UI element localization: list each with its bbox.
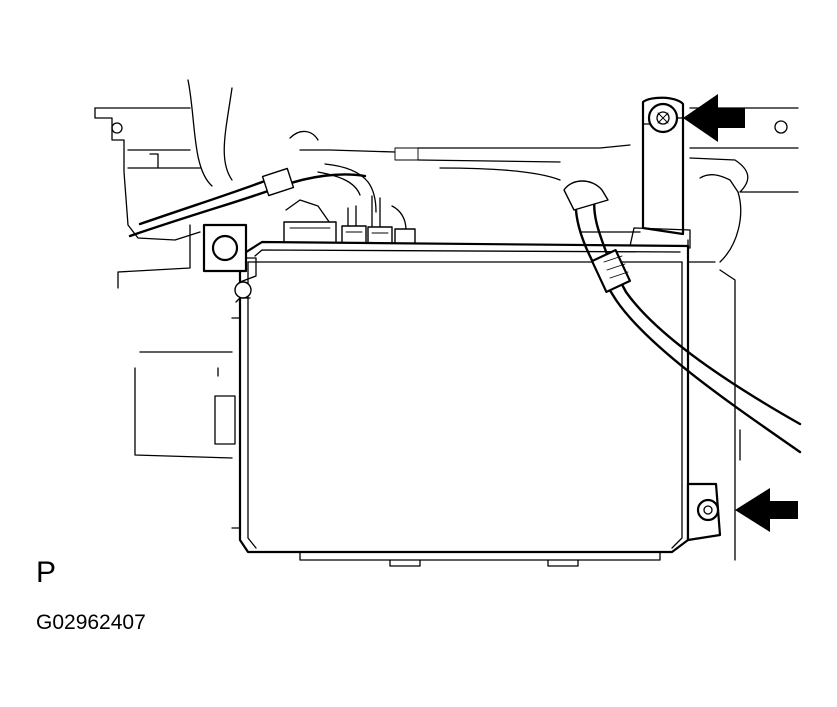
arrow-left-icon (735, 488, 798, 532)
arrow-left-icon (683, 94, 745, 142)
lower-mounting-tab (686, 482, 722, 542)
electronic-module (231, 240, 690, 567)
view-label: P (36, 556, 57, 589)
connectors (283, 221, 416, 245)
wire-harness (128, 147, 419, 238)
mounting-bracket (629, 96, 691, 249)
figure-id: G02962407 (36, 611, 146, 634)
left-bolt-bracket (202, 223, 257, 283)
main-cable (563, 180, 802, 454)
